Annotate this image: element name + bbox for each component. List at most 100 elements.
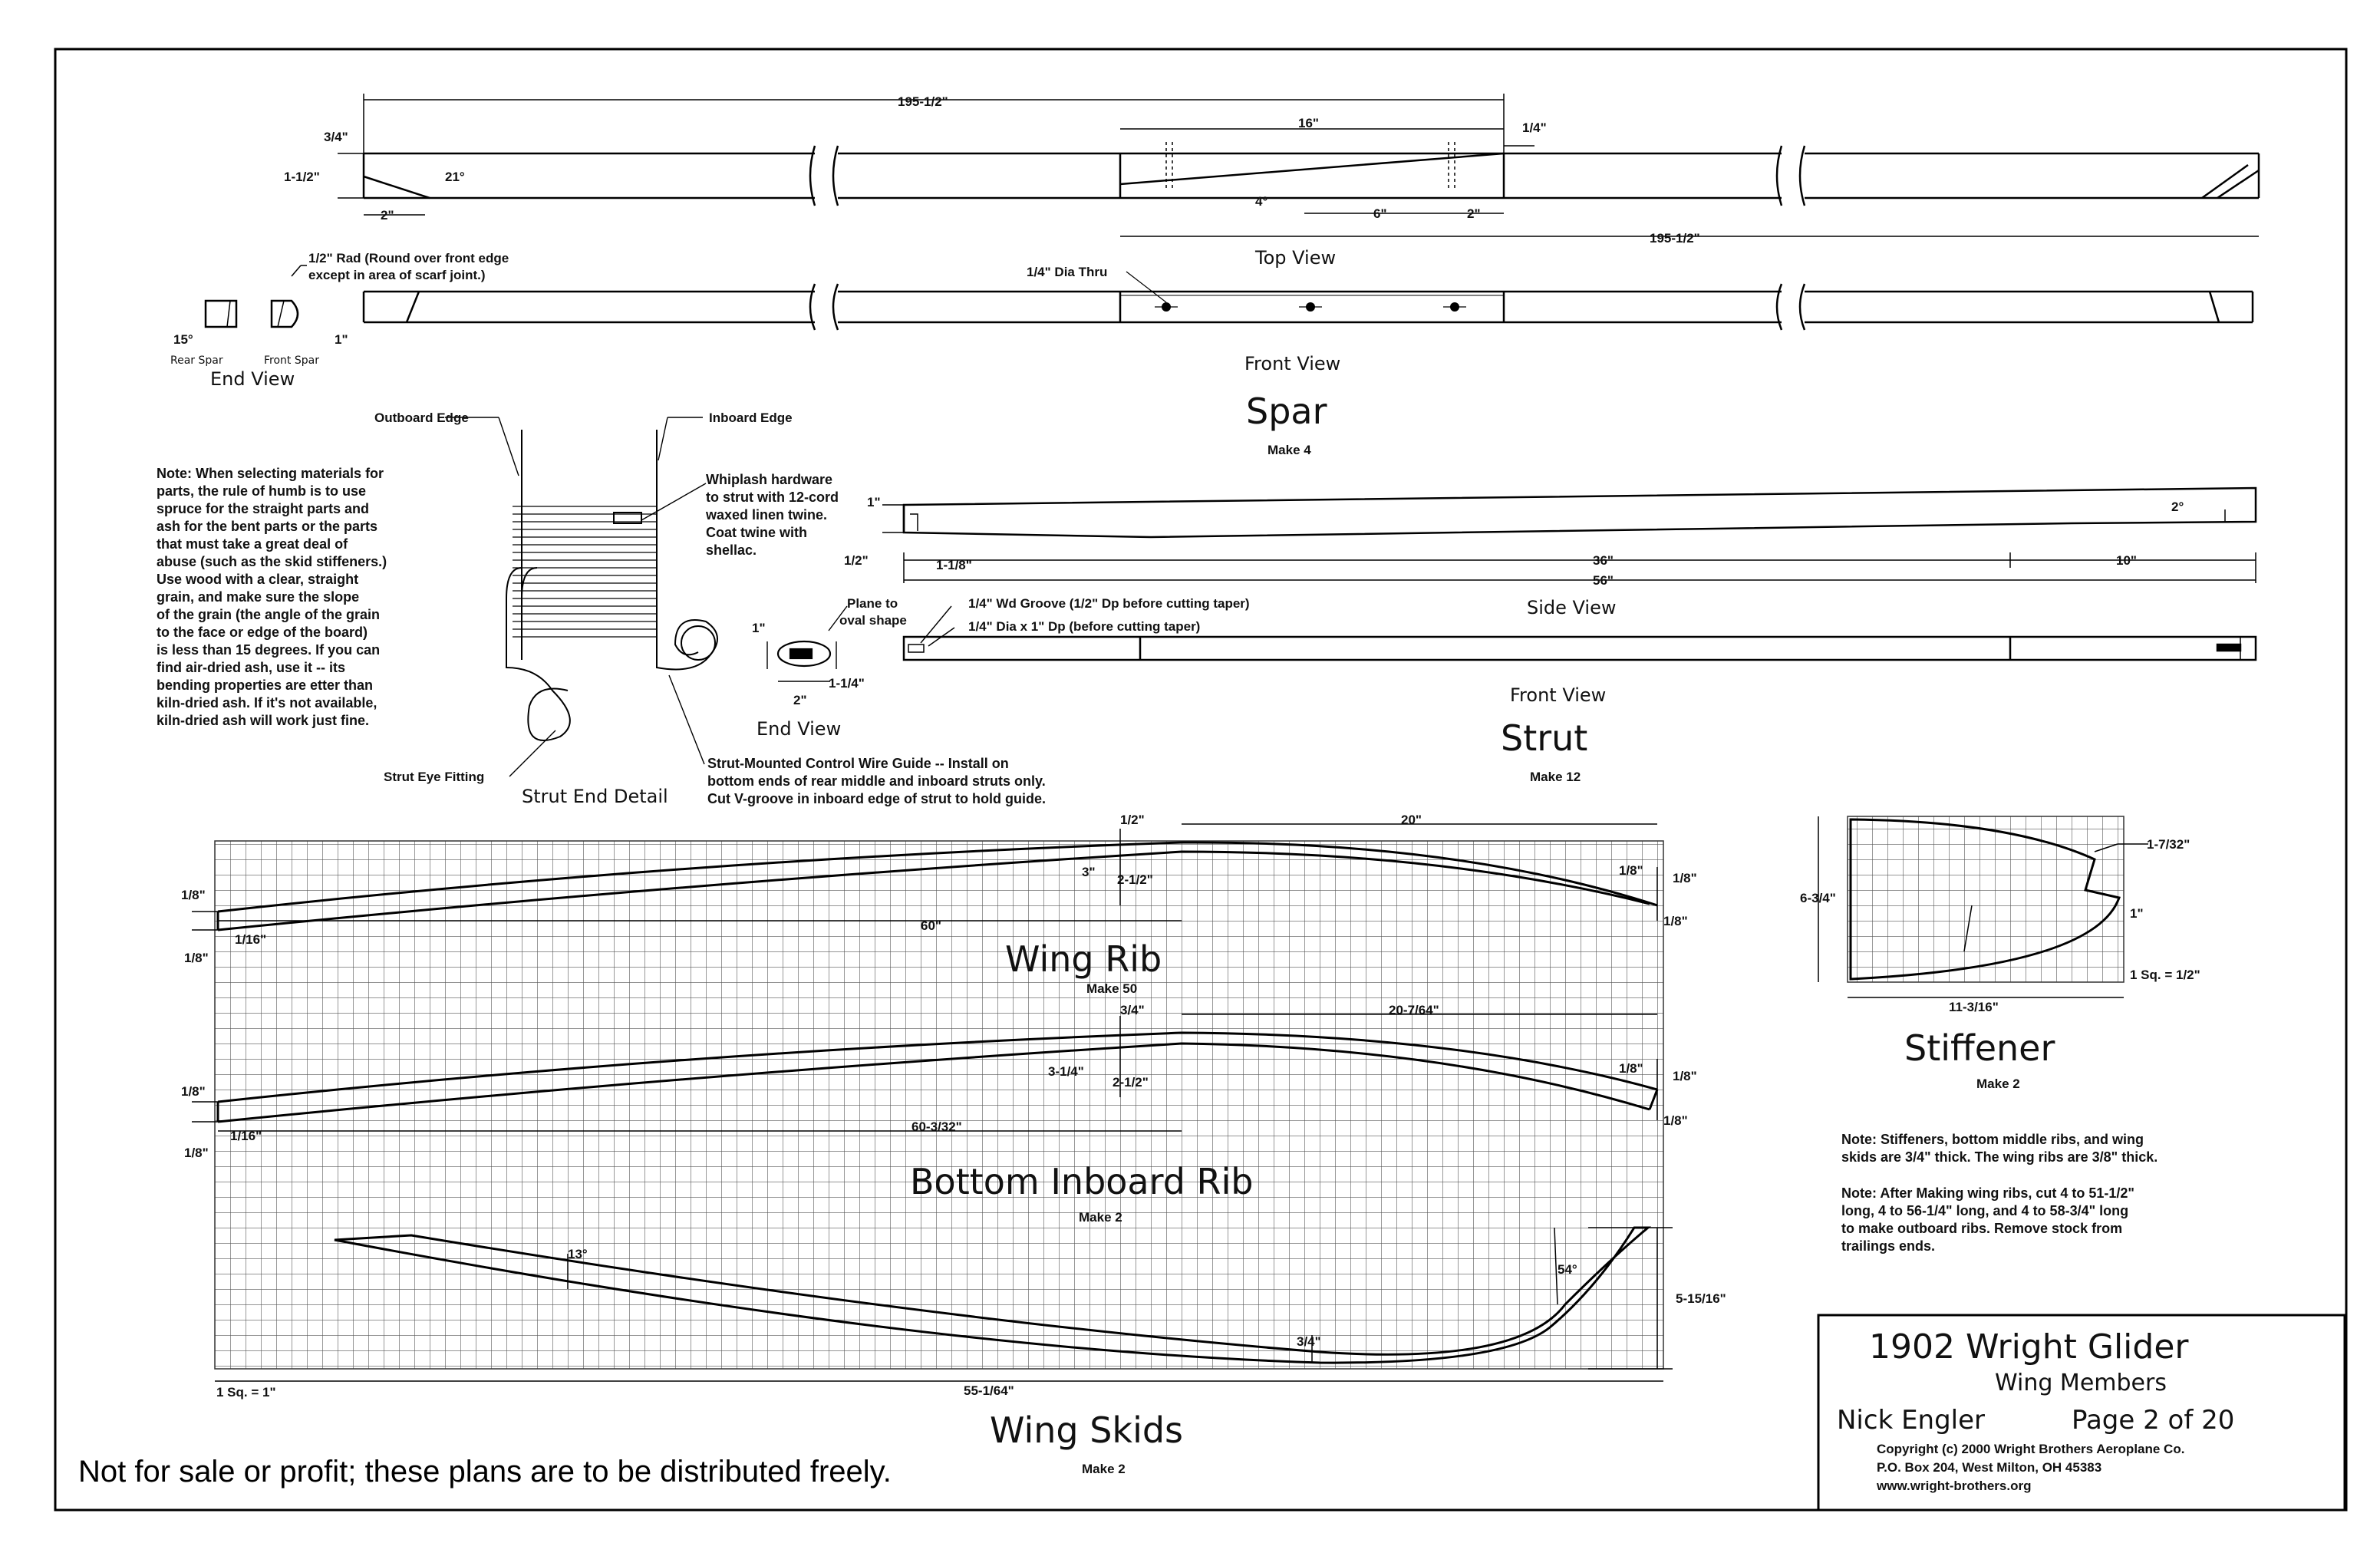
spar-top-view [362, 142, 2260, 206]
spar-4deg-dim: 4° [1255, 194, 1267, 209]
spar-16-dim: 16" [1298, 116, 1319, 130]
strut-side-view-label: Side View [1527, 597, 1616, 618]
strut-end-detail-title: Strut End Detail [522, 786, 668, 807]
strut-1-dim: 1" [867, 495, 881, 509]
strut-1-1-8-dim: 1-1/8" [936, 558, 972, 572]
stiffener-title: Stiffener [1904, 1027, 2055, 1069]
spar-rad-note-1: 1/2" Rad (Round over front edge [308, 251, 509, 265]
strut-groove-note: 1/4" Wd Groove (1/2" Dp before cutting t… [968, 596, 1250, 611]
wing-rib-1-2-dim: 1/2" [1120, 813, 1145, 827]
strut-side-view [902, 486, 2257, 539]
strut-plane-2: oval shape [839, 613, 907, 628]
stiffener-shape [1849, 818, 2121, 981]
spar-1-dim: 1" [335, 332, 348, 347]
spar-15deg-dim: 15° [173, 332, 193, 347]
bottom-rib-60-3-32-dim: 60-3/32" [911, 1119, 962, 1134]
title-block [1817, 1314, 2346, 1512]
spar-top-view-label: Top View [1254, 247, 1336, 269]
wing-rib-20-dim: 20" [1401, 813, 1422, 827]
strut-front-view-label: Front View [1510, 684, 1606, 706]
strut-front-view [902, 635, 2257, 661]
materials-note: Note: When selecting materials for parts… [157, 466, 387, 728]
stiffener-1-dim: 1" [2130, 906, 2144, 921]
bottom-rib-1-8-e: 1/8" [1663, 1113, 1688, 1128]
spar-end-view [204, 265, 307, 328]
wing-rib-2-1-2-dim: 2-1/2" [1117, 872, 1153, 887]
bottom-rib-20-7-64-dim: 20-7/64" [1389, 1003, 1439, 1017]
wing-rib-1-8-d: 1/8" [1673, 871, 1697, 885]
wing-rib-1-8-c: 1/8" [1619, 863, 1643, 878]
wing-rib-1-8-e: 1/8" [1663, 914, 1688, 928]
skid-scale: 1 Sq. = 1" [216, 1385, 276, 1400]
bottom-rib-1-8-a: 1/8" [181, 1084, 206, 1099]
stiffener-1-7-32-dim: 1-7/32" [2147, 837, 2190, 852]
spar-title: Spar [1246, 391, 1327, 432]
outboard-edge-label: Outboard Edge [374, 410, 469, 425]
strut-56-dim: 56" [1593, 573, 1614, 588]
stiffener-6-3-4-dim: 6-3/4" [1800, 891, 1836, 905]
distribution-footer: Not for sale or profit; these plans are … [78, 1455, 892, 1489]
bottom-rib-3-4-dim: 3/4" [1120, 1003, 1145, 1017]
stiffeners-thickness-note: Note: Stiffeners, bottom middle ribs, an… [1841, 1132, 2158, 1165]
bottom-rib-shape [216, 1031, 1659, 1123]
spar-front-view [362, 283, 2254, 331]
spar-top-dims [338, 94, 2259, 237]
wing-rib-1-16: 1/16" [235, 932, 266, 947]
stiffener-scale: 1 Sq. = 1/2" [2130, 968, 2200, 982]
rear-spar-label: Rear Spar [170, 354, 223, 367]
skid-13deg-dim: 13° [568, 1247, 588, 1261]
bottom-rib-1-16: 1/16" [230, 1129, 262, 1143]
strut-make: Make 12 [1530, 770, 1581, 784]
spar-make: Make 4 [1267, 443, 1311, 457]
rib-grid [214, 840, 1664, 1370]
bottom-rib-make: Make 2 [1079, 1210, 1122, 1225]
spar-2a-dim: 2" [381, 208, 394, 223]
spar-3-4-dim: 3/4" [324, 130, 348, 144]
wing-rib-1-8-b: 1/8" [184, 951, 209, 965]
stiffener-make: Make 2 [1976, 1076, 2020, 1091]
wing-rib-1-8-a: 1/8" [181, 888, 206, 902]
sheet-border [54, 48, 2348, 1512]
strut-10-dim: 10" [2116, 553, 2137, 568]
spar-hole-label: 1/4" Dia Thru [1027, 265, 1107, 279]
bottom-rib-title: Bottom Inboard Rib [910, 1161, 1253, 1202]
spar-overall-bottom-dim: 195-1/2" [1650, 231, 1700, 246]
strut-dia-note: 1/4" Dia x 1" Dp (before cutting taper) [968, 619, 1200, 634]
inboard-edge-label: Inboard Edge [709, 410, 793, 425]
wing-rib-make: Make 50 [1086, 981, 1137, 996]
strut-end-view-label: End View [757, 718, 841, 740]
strut-ev-2-dim: 2" [793, 693, 807, 707]
spar-1-1-2-dim: 1-1/2" [284, 170, 320, 184]
title-block-subtitle: Wing Members [1995, 1370, 2167, 1396]
skid-3-4-dim: 3/4" [1297, 1334, 1321, 1349]
whiplash-note: Whiplash hardware to strut with 12-cord … [706, 472, 839, 558]
stiffener-11-3-16-dim: 11-3/16" [1949, 1000, 1999, 1014]
strut-ev-1-1-4-dim: 1-1/4" [829, 676, 865, 691]
wing-rib-title: Wing Rib [1005, 938, 1162, 980]
bottom-rib-1-8-c: 1/8" [1619, 1061, 1643, 1076]
strut-end-detail-drawing [506, 430, 718, 741]
title-block-copyright: Copyright (c) 2000 Wright Brothers Aerop… [1877, 1442, 2184, 1456]
strut-eye-label: Strut Eye Fitting [384, 770, 484, 784]
strut-title: Strut [1501, 717, 1587, 759]
spar-front-view-label: Front View [1244, 353, 1340, 374]
wing-skids-make: Make 2 [1082, 1462, 1126, 1476]
title-block-author: Nick Engler [1837, 1405, 1985, 1436]
spar-2b-dim: 2" [1467, 206, 1481, 221]
control-wire-guide-note: Strut-Mounted Control Wire Guide -- Inst… [707, 756, 1046, 806]
bottom-rib-1-8-d: 1/8" [1673, 1069, 1697, 1083]
spar-21deg-dim: 21° [445, 170, 465, 184]
spar-6-dim: 6" [1373, 206, 1387, 221]
title-block-address: P.O. Box 204, West Milton, OH 45383 [1877, 1460, 2101, 1475]
spar-rad-note-2: except in area of scarf joint.) [308, 268, 486, 282]
strut-end-view [766, 605, 848, 682]
bottom-rib-1-8-b: 1/8" [184, 1146, 209, 1160]
wing-rib-60-dim: 60" [921, 918, 941, 933]
title-block-page: Page 2 of 20 [2072, 1405, 2234, 1436]
wing-skids-title: Wing Skids [990, 1409, 1183, 1451]
strut-1-2-dim: 1/2" [844, 553, 869, 568]
skid-5-15-16-dim: 5-15/16" [1676, 1291, 1726, 1306]
wing-rib-3-dim: 3" [1082, 865, 1096, 879]
spar-end-view-label: End View [210, 368, 295, 390]
